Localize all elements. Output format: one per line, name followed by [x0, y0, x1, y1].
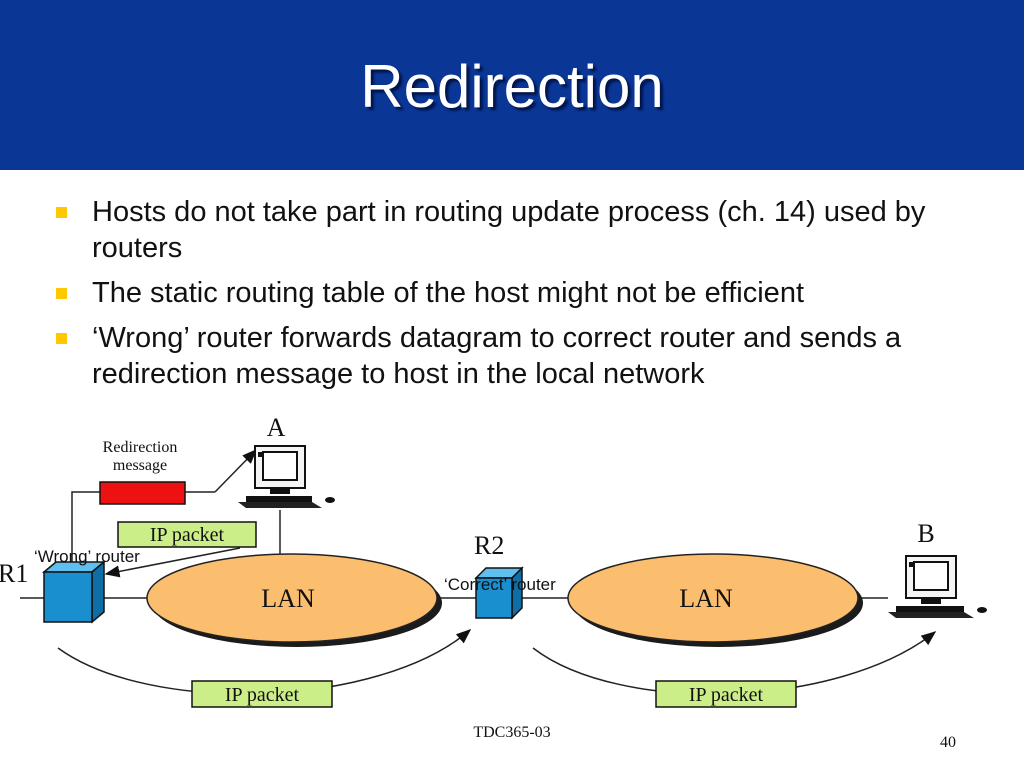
- host-b-computer-icon: [888, 555, 987, 618]
- redirection-message-box: [99, 481, 186, 505]
- ip-packet-label-top: IP packet: [150, 524, 225, 546]
- lan-left: [146, 553, 438, 643]
- bullet-item: The static routing table of the host mig…: [56, 275, 986, 311]
- redirect-line-left: [71, 491, 100, 566]
- redirection-diagram: LAN LAN R1 R2 A B Redirection messa: [0, 413, 987, 708]
- bullet-list: Hosts do not take part in routing update…: [56, 194, 986, 401]
- redirect-arrow-to-host-a: [214, 448, 258, 493]
- bullet-text: ‘Wrong’ router forwards datagram to corr…: [92, 322, 902, 390]
- lan-right-label: LAN: [679, 584, 733, 613]
- ip-packet-box-top: [117, 521, 257, 548]
- host-a-computer-icon: [238, 445, 335, 508]
- ip-packet-box-bottom-left: [191, 680, 333, 708]
- redirection-message-label-line1: Redirection: [103, 439, 178, 456]
- square-bullet-icon: [56, 207, 67, 218]
- title-bar: [0, 0, 1024, 170]
- ip-packet-label-bottom-right: IP packet: [689, 684, 764, 706]
- router-r2-icon: [474, 566, 524, 620]
- slide-title: Redirection: [360, 53, 664, 120]
- page-number: 40: [940, 734, 956, 751]
- bullet-item: Hosts do not take part in routing update…: [56, 194, 986, 266]
- lan-left-label: LAN: [261, 584, 315, 613]
- square-bullet-icon: [56, 288, 67, 299]
- ip-packet-arrow-to-r1: [104, 547, 241, 578]
- footer-course: TDC365-03: [473, 724, 551, 741]
- lan-right: [567, 553, 859, 643]
- ip-packet-box-bottom-right: [655, 680, 797, 708]
- correct-router-caption: ‘Correct’ router: [444, 575, 556, 594]
- router-r1-label: R1: [0, 559, 28, 588]
- bullet-item: ‘Wrong’ router forwards datagram to corr…: [56, 320, 986, 392]
- router-r2-label: R2: [474, 531, 504, 560]
- bullet-text: Hosts do not take part in routing update…: [92, 196, 926, 264]
- host-a-label: A: [267, 413, 286, 442]
- redirection-message-label-line2: message: [113, 457, 167, 474]
- wrong-router-caption: ‘Wrong’ router: [34, 547, 140, 566]
- host-b-label: B: [917, 519, 934, 548]
- bullet-text: The static routing table of the host mig…: [92, 277, 805, 309]
- ip-packet-label-bottom-left: IP packet: [225, 684, 300, 706]
- router-r1-icon: [41, 560, 107, 624]
- square-bullet-icon: [56, 333, 67, 344]
